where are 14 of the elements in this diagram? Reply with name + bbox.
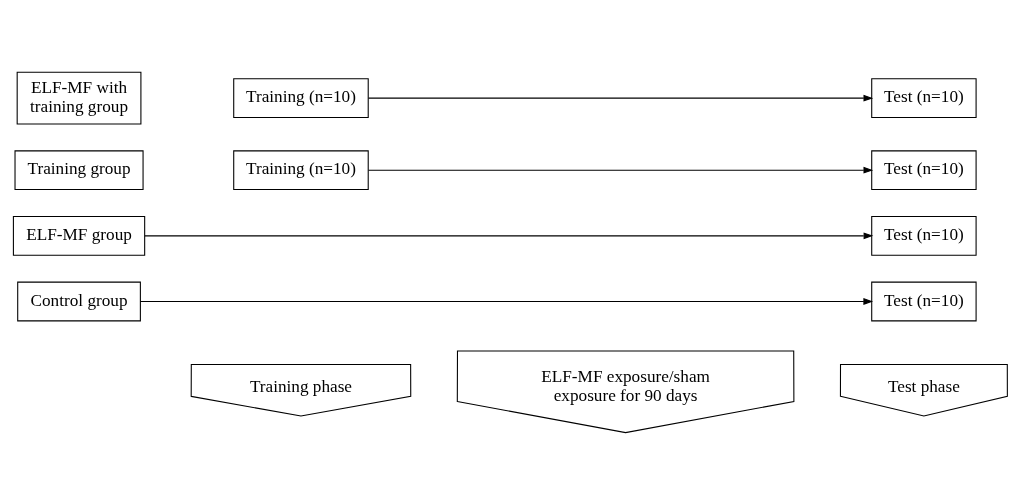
arrow: [367, 166, 874, 174]
node-box: ELF-MF with training group: [16, 71, 142, 124]
arrow: [367, 94, 874, 102]
node-box: ELF-MF group: [12, 215, 146, 256]
arrow: [144, 231, 874, 239]
node-box: Test (n=10): [871, 77, 977, 118]
node-box: Training (n=10): [233, 149, 369, 190]
node-box: Test (n=10): [871, 149, 977, 190]
node-box: Training group: [14, 149, 144, 190]
arrow: [139, 297, 874, 305]
node-box: Training (n=10): [233, 77, 369, 118]
node-box: Control group: [17, 281, 141, 321]
node-box: Test (n=10): [871, 215, 977, 256]
node-box: Test (n=10): [871, 281, 977, 321]
